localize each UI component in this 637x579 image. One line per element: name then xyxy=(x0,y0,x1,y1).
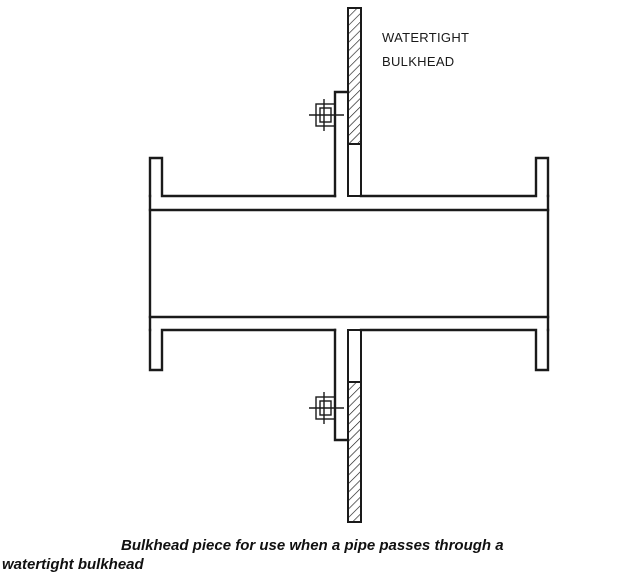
upper-bulkhead-plain-section xyxy=(347,143,362,197)
upper-bulkhead-plate xyxy=(347,7,362,197)
pipe-top-outer-edge xyxy=(148,156,550,198)
caption-line-1: Bulkhead piece for use when a pipe passe… xyxy=(121,537,504,554)
bulkhead-label-line1: WATERTIGHT xyxy=(382,30,469,45)
upper-collar-plate xyxy=(333,90,350,198)
pipe-outline xyxy=(148,156,550,372)
lower-nut-outer xyxy=(315,396,336,420)
lower-bulkhead-plate xyxy=(347,329,362,523)
figure-caption: Bulkhead piece for use when a pipe passe… xyxy=(0,536,637,574)
lower-nut-inner xyxy=(319,400,332,416)
lower-bolt-nut xyxy=(309,392,344,424)
upper-nut-outer xyxy=(315,103,336,127)
upper-bulkhead-hatched-section xyxy=(347,7,362,145)
caption-line-2: watertight bulkhead xyxy=(2,556,144,573)
upper-bolt-nut xyxy=(309,99,344,131)
lower-bulkhead-plain-section xyxy=(347,329,362,383)
lower-bulkhead-hatched-section xyxy=(347,381,362,523)
upper-nut-inner xyxy=(319,107,332,123)
lower-collar-plate xyxy=(333,328,350,442)
pipe-bottom-outer-edge xyxy=(148,328,550,372)
bulkhead-label-line2: BULKHEAD xyxy=(382,54,454,69)
